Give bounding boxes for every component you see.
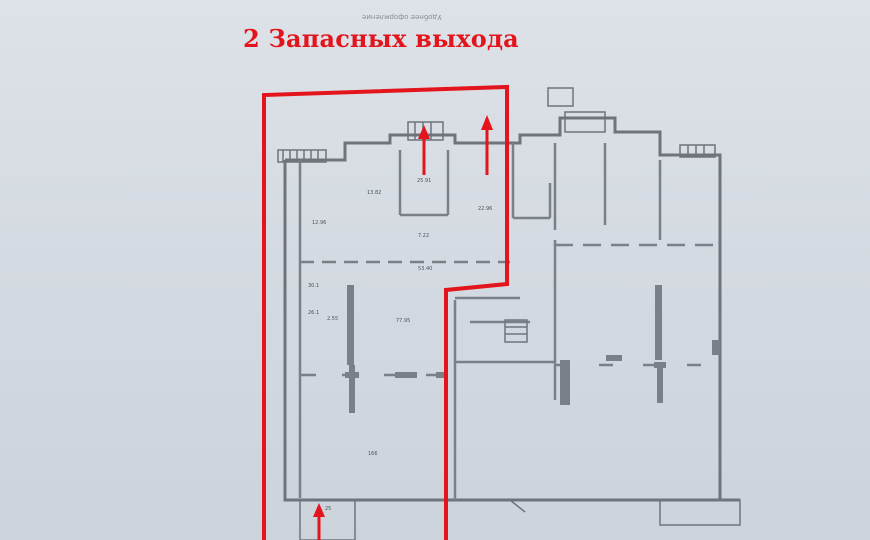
room-label: 12.96 (312, 220, 326, 226)
room-label: 53.40 (418, 266, 432, 272)
room-label: 77.95 (396, 318, 410, 324)
exit-arrow-icon (418, 125, 430, 175)
columns (345, 285, 720, 413)
room-label: 2.55 (327, 316, 338, 322)
interior-walls (298, 143, 720, 500)
room-labels: 12.96 13.82 25.91 22.96 7.22 53.40 30.1 … (308, 178, 492, 512)
highlighted-area-outline (262, 84, 509, 540)
exit-arrows (313, 115, 493, 540)
room-label: 25.91 (417, 178, 431, 184)
room-label: 22.96 (478, 206, 492, 212)
room-label: 13.82 (367, 190, 381, 196)
room-label: 30.1 (308, 283, 319, 289)
exit-arrow-icon (481, 115, 493, 175)
building-walls (283, 116, 740, 502)
page-title: 2 Запасных выхода (243, 24, 519, 53)
exit-arrow-icon (313, 503, 325, 540)
room-label: 25 (325, 506, 331, 512)
room-label: 7.22 (418, 233, 429, 239)
room-label: 166 (368, 451, 378, 457)
room-label: 26.1 (308, 310, 319, 316)
